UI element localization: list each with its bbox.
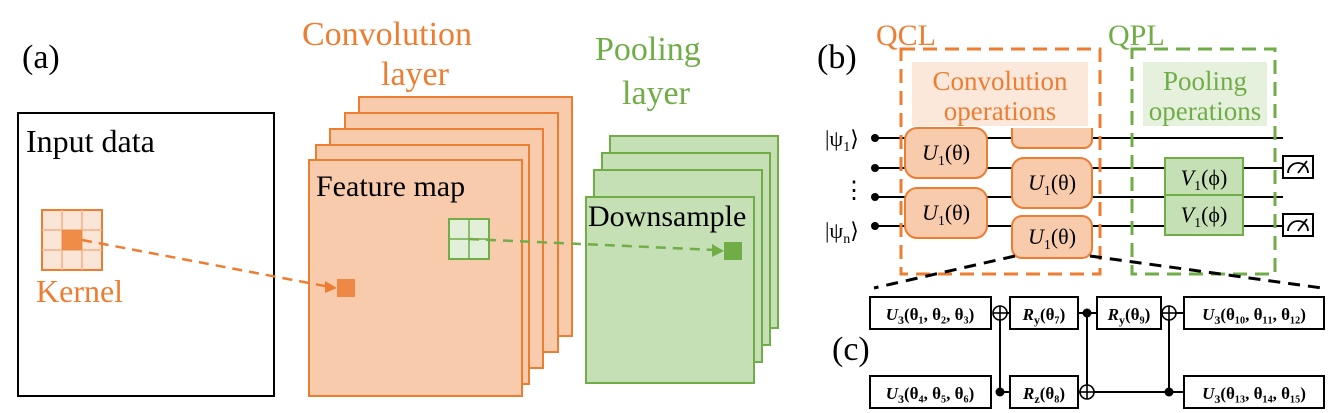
- conv-gate-u1-b: U1(θ): [904, 187, 988, 239]
- gate-u3-theta-1-3: U3(θ₁, θ₂, θ₃): [869, 296, 992, 330]
- gate-u3-theta-4-6: U3(θ₄, θ₅, θ₆): [869, 375, 992, 409]
- qcl-label: QCL: [876, 19, 936, 52]
- pool-arrow: [468, 237, 724, 257]
- pooled-map-front: [585, 196, 755, 384]
- panel-c-label: (c): [832, 331, 870, 368]
- psi-1-label: |ψ1⟩: [825, 126, 859, 155]
- svg-text:|ψ1⟩: |ψ1⟩: [825, 126, 859, 155]
- svg-text:U1(θ): U1(θ): [1028, 224, 1076, 253]
- svg-text:U3(θ₁, θ₂, θ₃): U3(θ₁, θ₂, θ₃): [886, 305, 975, 327]
- cnot-gate-2: [1079, 308, 1095, 400]
- qpl-label: QPL: [1108, 19, 1165, 52]
- conv-gate-u1-a: U1(θ): [904, 127, 988, 179]
- conv-gate-u1-d: U1(θ): [1011, 215, 1093, 259]
- meter-icon: [1282, 155, 1314, 179]
- cnot-gate-3: [1161, 305, 1177, 397]
- pool-layer-title-1: Pooling: [595, 31, 701, 68]
- feature-map-stack: [308, 96, 573, 397]
- pool-ops-1: Pooling: [1163, 66, 1247, 96]
- svg-text:|ψn⟩: |ψn⟩: [825, 218, 859, 247]
- panel-b-label: (b): [817, 39, 857, 76]
- conv-ops-2: operations: [944, 96, 1056, 126]
- pool-layer-title-2: layer: [622, 75, 691, 112]
- svg-text:U3(θ₄, θ₅, θ₆): U3(θ₄, θ₅, θ₆): [886, 384, 975, 406]
- pool-ops-2: operations: [1149, 96, 1261, 126]
- svg-text:U1(θ): U1(θ): [922, 200, 970, 229]
- conv-layer-title-1: Convolution: [302, 16, 472, 53]
- pool-gate-v1-a: V1(ϕ): [1164, 157, 1244, 199]
- feature-map-front: [308, 159, 523, 397]
- meter-icon: [1282, 213, 1314, 237]
- conv-gate-u1-c: U1(θ): [1011, 157, 1093, 209]
- cnot-gate-1: [992, 305, 1008, 397]
- kernel-arrow: [81, 238, 337, 293]
- wire-start-dots: [871, 134, 879, 230]
- svg-text:V1(ϕ): V1(ϕ): [1181, 165, 1228, 194]
- panel-a-label: (a): [22, 39, 60, 76]
- svg-text:Ry(θ₇): Ry(θ₇): [1022, 305, 1066, 327]
- svg-text:Rz(θ₈): Rz(θ₈): [1022, 384, 1065, 406]
- gate-rz-theta-8: Rz(θ₈): [1009, 375, 1079, 409]
- svg-text:U1(θ): U1(θ): [922, 140, 970, 169]
- pooling-stack: [585, 135, 779, 384]
- svg-text:U3(θ₁₀, θ₁₁, θ₁₂): U3(θ₁₀, θ₁₁, θ₁₂): [1202, 305, 1306, 327]
- qcl-dashed-box: [899, 47, 1102, 276]
- input-data-title: Input data: [26, 123, 155, 159]
- svg-text:U1(θ): U1(θ): [1028, 170, 1076, 199]
- gate-ry-theta-9: Ry(θ₉): [1096, 296, 1162, 330]
- kernel-center-cell: [62, 230, 82, 250]
- zoom-line-left: [873, 254, 1016, 290]
- conv-output-cell: [337, 279, 355, 297]
- pool-gate-v1-b: V1(ϕ): [1164, 194, 1244, 236]
- qpl-dashed-box: [1130, 47, 1277, 276]
- svg-text:U3(θ₁₃, θ₁₄, θ₁₅): U3(θ₁₃, θ₁₄, θ₁₅): [1202, 384, 1306, 406]
- gate-u3-theta-13-15: U3(θ₁₃, θ₁₄, θ₁₅): [1183, 375, 1325, 409]
- gate-ry-theta-7: Ry(θ₇): [1009, 296, 1079, 330]
- downsample-label: Downsample: [588, 200, 746, 233]
- svg-text:Ry(θ₉): Ry(θ₉): [1107, 305, 1151, 327]
- zoom-line-right: [1089, 254, 1323, 290]
- feature-map-label: Feature map: [316, 170, 465, 203]
- vdots: ⋮: [842, 178, 866, 204]
- pool-window: [448, 218, 490, 260]
- kernel-grid: [41, 209, 103, 271]
- gate-u3-theta-10-12: U3(θ₁₀, θ₁₁, θ₁₂): [1183, 296, 1325, 330]
- psi-n-label: |ψn⟩: [825, 218, 859, 247]
- pool-output-cell: [724, 242, 742, 260]
- kernel-label: Kernel: [36, 273, 123, 309]
- conv-layer-title-2: layer: [381, 56, 450, 93]
- svg-text:V1(ϕ): V1(ϕ): [1181, 202, 1228, 231]
- conv-ops-1: Convolution: [932, 66, 1068, 96]
